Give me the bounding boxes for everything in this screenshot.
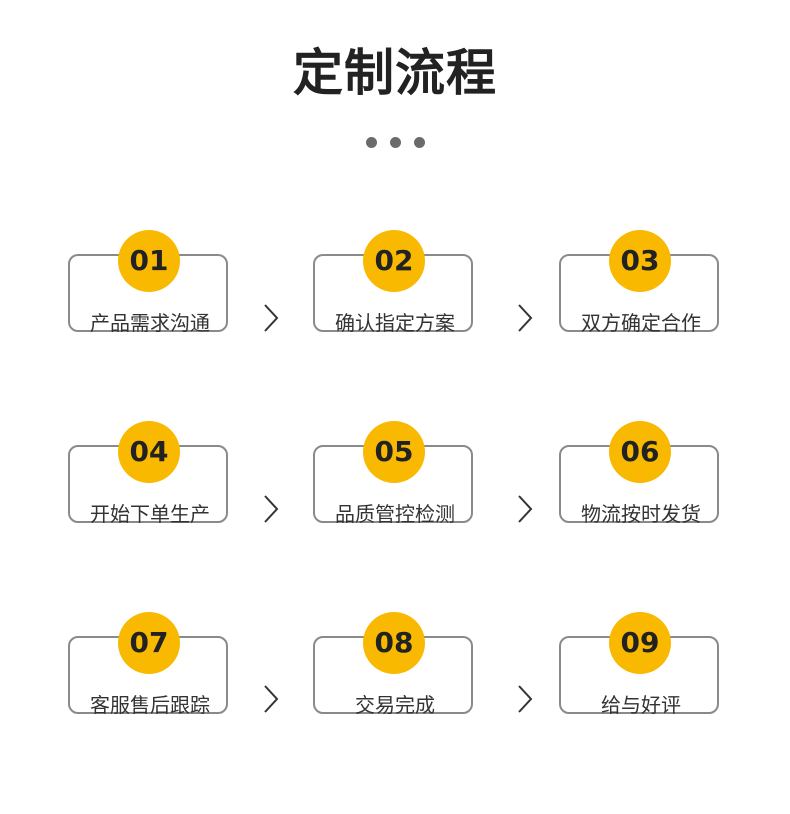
step-number-badge: 05	[363, 421, 425, 483]
step-box	[68, 445, 228, 523]
page-title: 定制流程	[293, 44, 497, 102]
step-number-badge: 04	[118, 421, 180, 483]
step-number-badge: 01	[118, 230, 180, 292]
step-card: 双方确定合作 03	[559, 230, 723, 335]
dot-divider	[366, 137, 426, 149]
step-card: 物流按时发货 06	[559, 421, 723, 526]
step-label: 物流按时发货	[581, 502, 701, 526]
divider-dot	[366, 137, 377, 148]
step-card: 产品需求沟通 01	[68, 230, 232, 335]
step-label: 双方确定合作	[581, 311, 701, 335]
step-number-badge: 08	[363, 612, 425, 674]
step-label: 客服售后跟踪	[90, 693, 210, 717]
step-box	[313, 445, 473, 523]
step-label: 确认指定方案	[335, 311, 455, 335]
step-label: 品质管控检测	[335, 502, 455, 526]
step-label: 交易完成	[355, 693, 435, 717]
step-number-badge: 03	[609, 230, 671, 292]
chevron-right-icon	[516, 494, 534, 524]
step-card: 开始下单生产 04	[68, 421, 232, 526]
chevron-right-icon	[262, 684, 280, 714]
chevron-right-icon	[262, 494, 280, 524]
step-number-badge: 02	[363, 230, 425, 292]
chevron-right-icon	[516, 684, 534, 714]
step-label: 产品需求沟通	[90, 311, 210, 335]
step-card: 确认指定方案 02	[313, 230, 477, 335]
divider-dot	[390, 137, 401, 148]
step-label: 给与好评	[601, 693, 681, 717]
divider-dot	[414, 137, 425, 148]
step-number-badge: 09	[609, 612, 671, 674]
step-number-badge: 06	[609, 421, 671, 483]
step-card: 品质管控检测 05	[313, 421, 477, 526]
step-card: 客服售后跟踪 07	[68, 612, 232, 717]
step-number-badge: 07	[118, 612, 180, 674]
chevron-right-icon	[262, 303, 280, 333]
step-card: 交易完成 08	[313, 612, 477, 717]
step-label: 开始下单生产	[90, 502, 210, 526]
step-card: 给与好评 09	[559, 612, 723, 717]
chevron-right-icon	[516, 303, 534, 333]
